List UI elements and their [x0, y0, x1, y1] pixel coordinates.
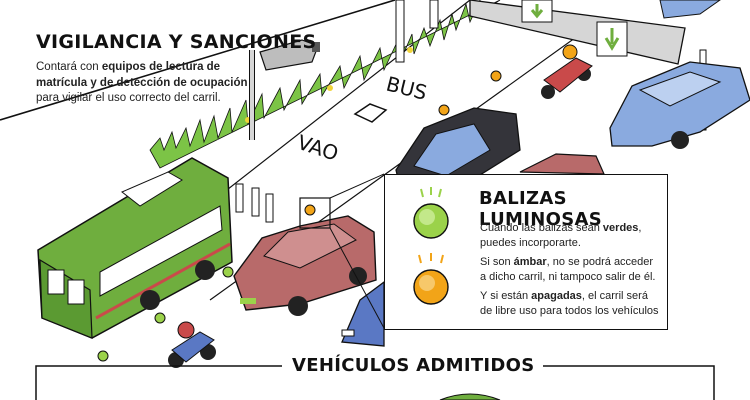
balizas-amber-text: Si son ámbar, no se podrá acceder a dich…: [480, 255, 662, 284]
motorcycle-bottom: [168, 321, 216, 368]
beacon-icons: [413, 187, 449, 305]
road-beacons: [97, 70, 502, 362]
motorcycle-top: [541, 44, 593, 99]
amber-text-bold: ámbar: [513, 256, 547, 268]
lane-text-bus: BUS: [384, 72, 430, 105]
amber-text: Si son: [480, 256, 514, 268]
vigilancia-text-bold: equipos de lectura de matrícula y de det…: [36, 61, 248, 89]
road-edge-left: [0, 0, 396, 121]
overhead-sign: [395, 0, 707, 131]
balizas-title: BALIZAS LUMINOSAS: [479, 188, 602, 230]
off-text: Y si están: [480, 290, 532, 302]
green-bus: [37, 157, 233, 339]
vigilancia-text: Contará con: [36, 61, 102, 73]
amber-text-end: , no se podrá acceder a dicho carril, ni…: [480, 256, 656, 283]
blue-car-bottom: [341, 280, 385, 347]
beacon-green-icon: [413, 187, 449, 239]
off-text-bold: apagadas: [531, 290, 582, 302]
vigilancia-description: Contará con equipos de lectura de matríc…: [36, 60, 251, 107]
beacon-callout-frame: [299, 197, 331, 229]
balizas-panel: BALIZAS LUMINOSAS Cuando las balizas sea…: [384, 174, 668, 330]
off-text-end: , el carril será de libre uso para todos…: [480, 290, 659, 317]
lane-text-vao: VAO: [294, 130, 341, 166]
blue-car-right: [609, 0, 750, 149]
green-text-bold: verdes: [602, 222, 639, 234]
camera-pole: [249, 39, 320, 140]
balizas-off-text: Y si están apagadas, el carril será de l…: [480, 289, 662, 318]
vigilancia-title: VIGILANCIA Y SANCIONES: [36, 31, 317, 53]
vigilancia-text-end: para vigilar el uso correcto del carril.: [36, 92, 221, 104]
green-text-end: , puedes incorporarte.: [480, 222, 642, 249]
vehiculos-title: VEHÍCULOS ADMITIDOS: [284, 355, 543, 376]
red-car: [233, 215, 377, 316]
green-text: Cuando las balizas sean: [480, 222, 603, 234]
red-car-2: [519, 153, 605, 175]
callout-connector: [329, 173, 385, 329]
balizas-green-text: Cuando las balizas sean verdes, puedes i…: [480, 221, 662, 250]
vehiculos-panel-frame: [35, 365, 715, 400]
vehicle-preview: [439, 393, 501, 400]
beacon-amber-icon: [413, 253, 449, 305]
